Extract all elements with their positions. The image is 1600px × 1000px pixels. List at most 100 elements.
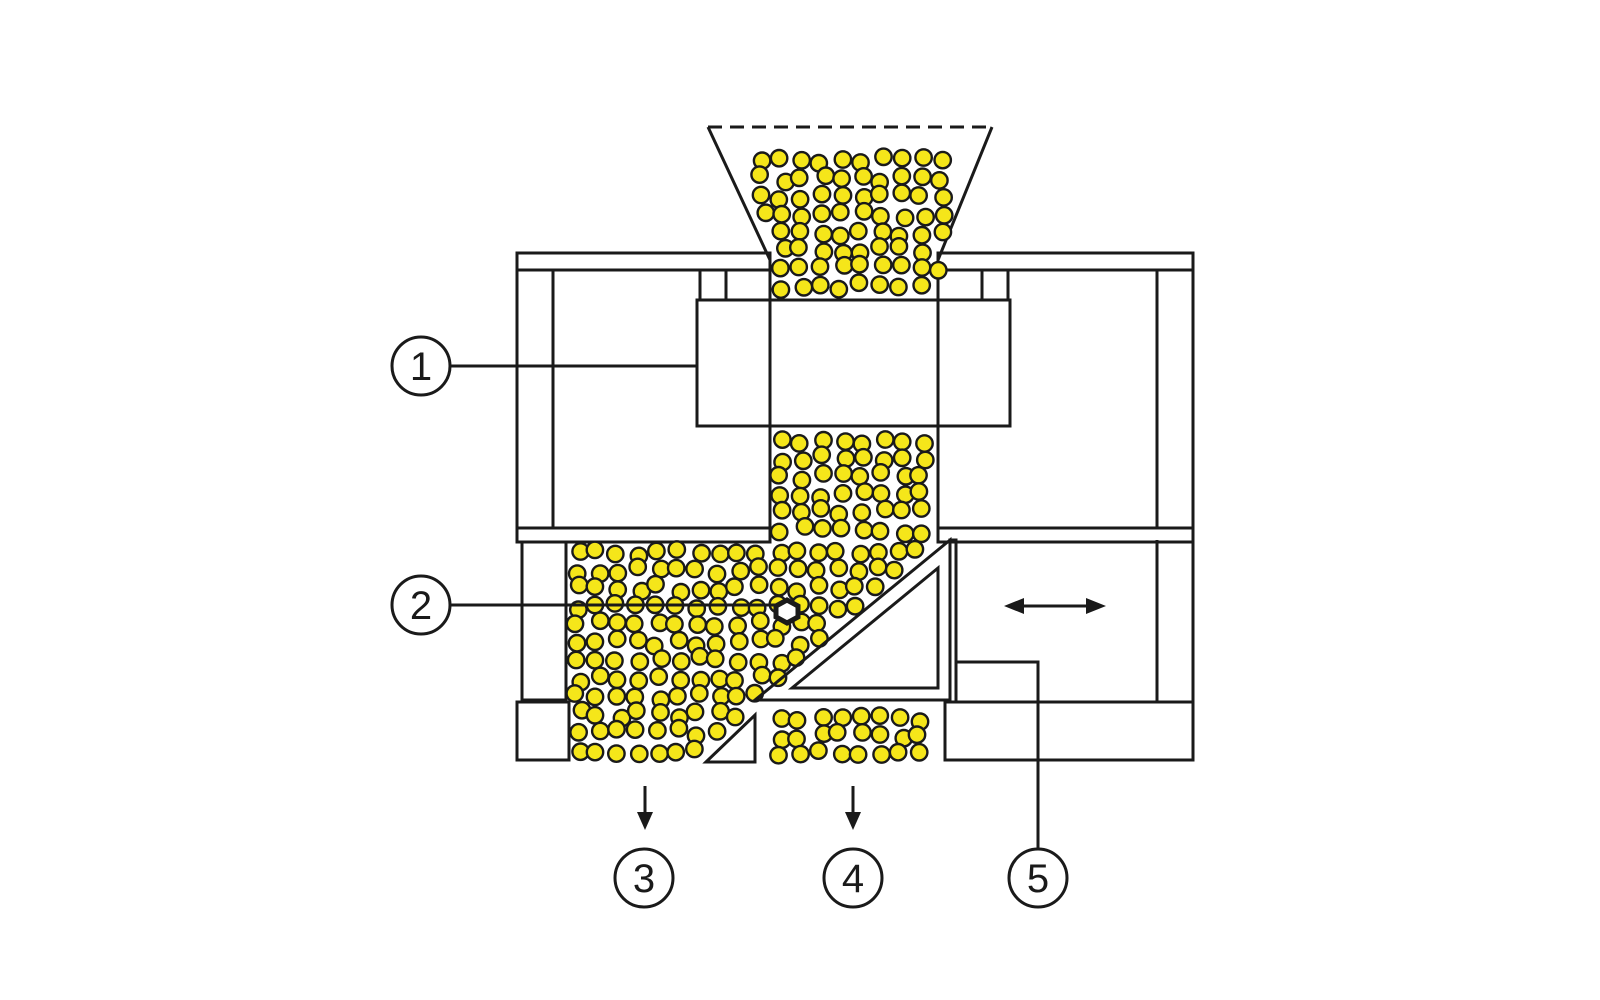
pellet [870, 706, 890, 725]
pellet [868, 557, 888, 577]
pellet [725, 671, 744, 690]
callout-1: 1 [390, 335, 452, 397]
column-left-outer [515, 268, 555, 530]
pellet [848, 745, 868, 764]
pellet [567, 633, 587, 653]
pellet [704, 617, 724, 636]
pellet [608, 563, 628, 583]
pellet [791, 744, 810, 764]
top-bar-right [936, 251, 1195, 272]
pellet [726, 686, 746, 706]
pellet [772, 500, 792, 520]
pellet [831, 518, 851, 538]
pellet [752, 665, 772, 685]
pellet [876, 499, 895, 519]
pellet [915, 434, 934, 453]
pellet [685, 739, 704, 759]
pellet [691, 580, 711, 600]
callout-5: 5 [1007, 847, 1069, 909]
pellet [907, 725, 927, 745]
deflector-mount [948, 538, 958, 704]
pellet [811, 498, 831, 518]
pellet [833, 185, 853, 205]
pellet [605, 544, 625, 564]
pellet [772, 204, 792, 224]
pellet [787, 729, 806, 749]
pellet [628, 557, 648, 577]
pellet [649, 667, 669, 686]
pellet [605, 651, 624, 671]
pellet [825, 541, 845, 561]
pellet [751, 185, 771, 205]
pellet [914, 148, 933, 167]
pellet [692, 543, 711, 563]
pellet [790, 486, 810, 506]
pellet [888, 742, 908, 762]
pellet [772, 709, 792, 728]
bottom-left-block [515, 700, 571, 762]
pellet [585, 705, 605, 725]
pellet [889, 236, 909, 256]
pellet [830, 202, 850, 222]
pellet [872, 745, 891, 764]
pellet [892, 183, 912, 203]
pellet [607, 629, 627, 649]
pellet [854, 520, 874, 540]
pellet [565, 684, 585, 703]
pellet [809, 543, 829, 563]
middle-bar-left [515, 526, 772, 544]
pellet [690, 646, 710, 666]
pellet [869, 184, 889, 204]
pellet [874, 147, 893, 167]
pellet [795, 517, 815, 536]
callout-3-label: 3 [633, 857, 655, 901]
pellet [731, 561, 751, 581]
pellet [930, 170, 949, 190]
pellet [851, 544, 871, 564]
pellet [912, 225, 932, 245]
pellet [650, 744, 669, 763]
pellet [854, 201, 874, 221]
pellet [585, 540, 605, 560]
pellet [625, 720, 645, 739]
pellet [651, 703, 670, 722]
pellet [624, 614, 644, 634]
pellet [771, 221, 791, 241]
pellet [607, 670, 627, 690]
pellet [829, 279, 849, 299]
deflector-inner [787, 564, 940, 690]
bracket-right [980, 268, 1010, 302]
pellet [875, 430, 895, 449]
callout-4: 4 [822, 847, 884, 909]
pellet [849, 273, 869, 293]
pellet [912, 275, 932, 295]
pellet [629, 630, 648, 650]
pellet [834, 464, 853, 483]
pellet [789, 257, 809, 277]
arrow-down-icon [845, 786, 861, 830]
pellet [769, 465, 788, 485]
pellet [668, 686, 687, 706]
pellet [793, 451, 813, 471]
pellet [707, 564, 727, 584]
pellet [585, 632, 605, 652]
pellet [813, 519, 832, 538]
pellet [911, 499, 931, 518]
column-right-outer [1155, 268, 1195, 530]
pellet [806, 561, 826, 580]
deflector-flap [750, 536, 958, 704]
pellet [666, 558, 686, 578]
pellet [873, 255, 893, 275]
pellet [689, 684, 709, 703]
callout-3: 3 [613, 847, 675, 909]
pellet [895, 524, 915, 544]
machine-frame [515, 251, 1195, 762]
pellet [630, 652, 650, 672]
pellet [590, 721, 610, 741]
callout-2: 2 [390, 574, 452, 636]
pellet [688, 615, 708, 634]
pellet [810, 257, 830, 276]
bottom-right-block [943, 700, 1195, 762]
callout-4-label: 4 [842, 857, 864, 901]
pellet [652, 649, 672, 668]
